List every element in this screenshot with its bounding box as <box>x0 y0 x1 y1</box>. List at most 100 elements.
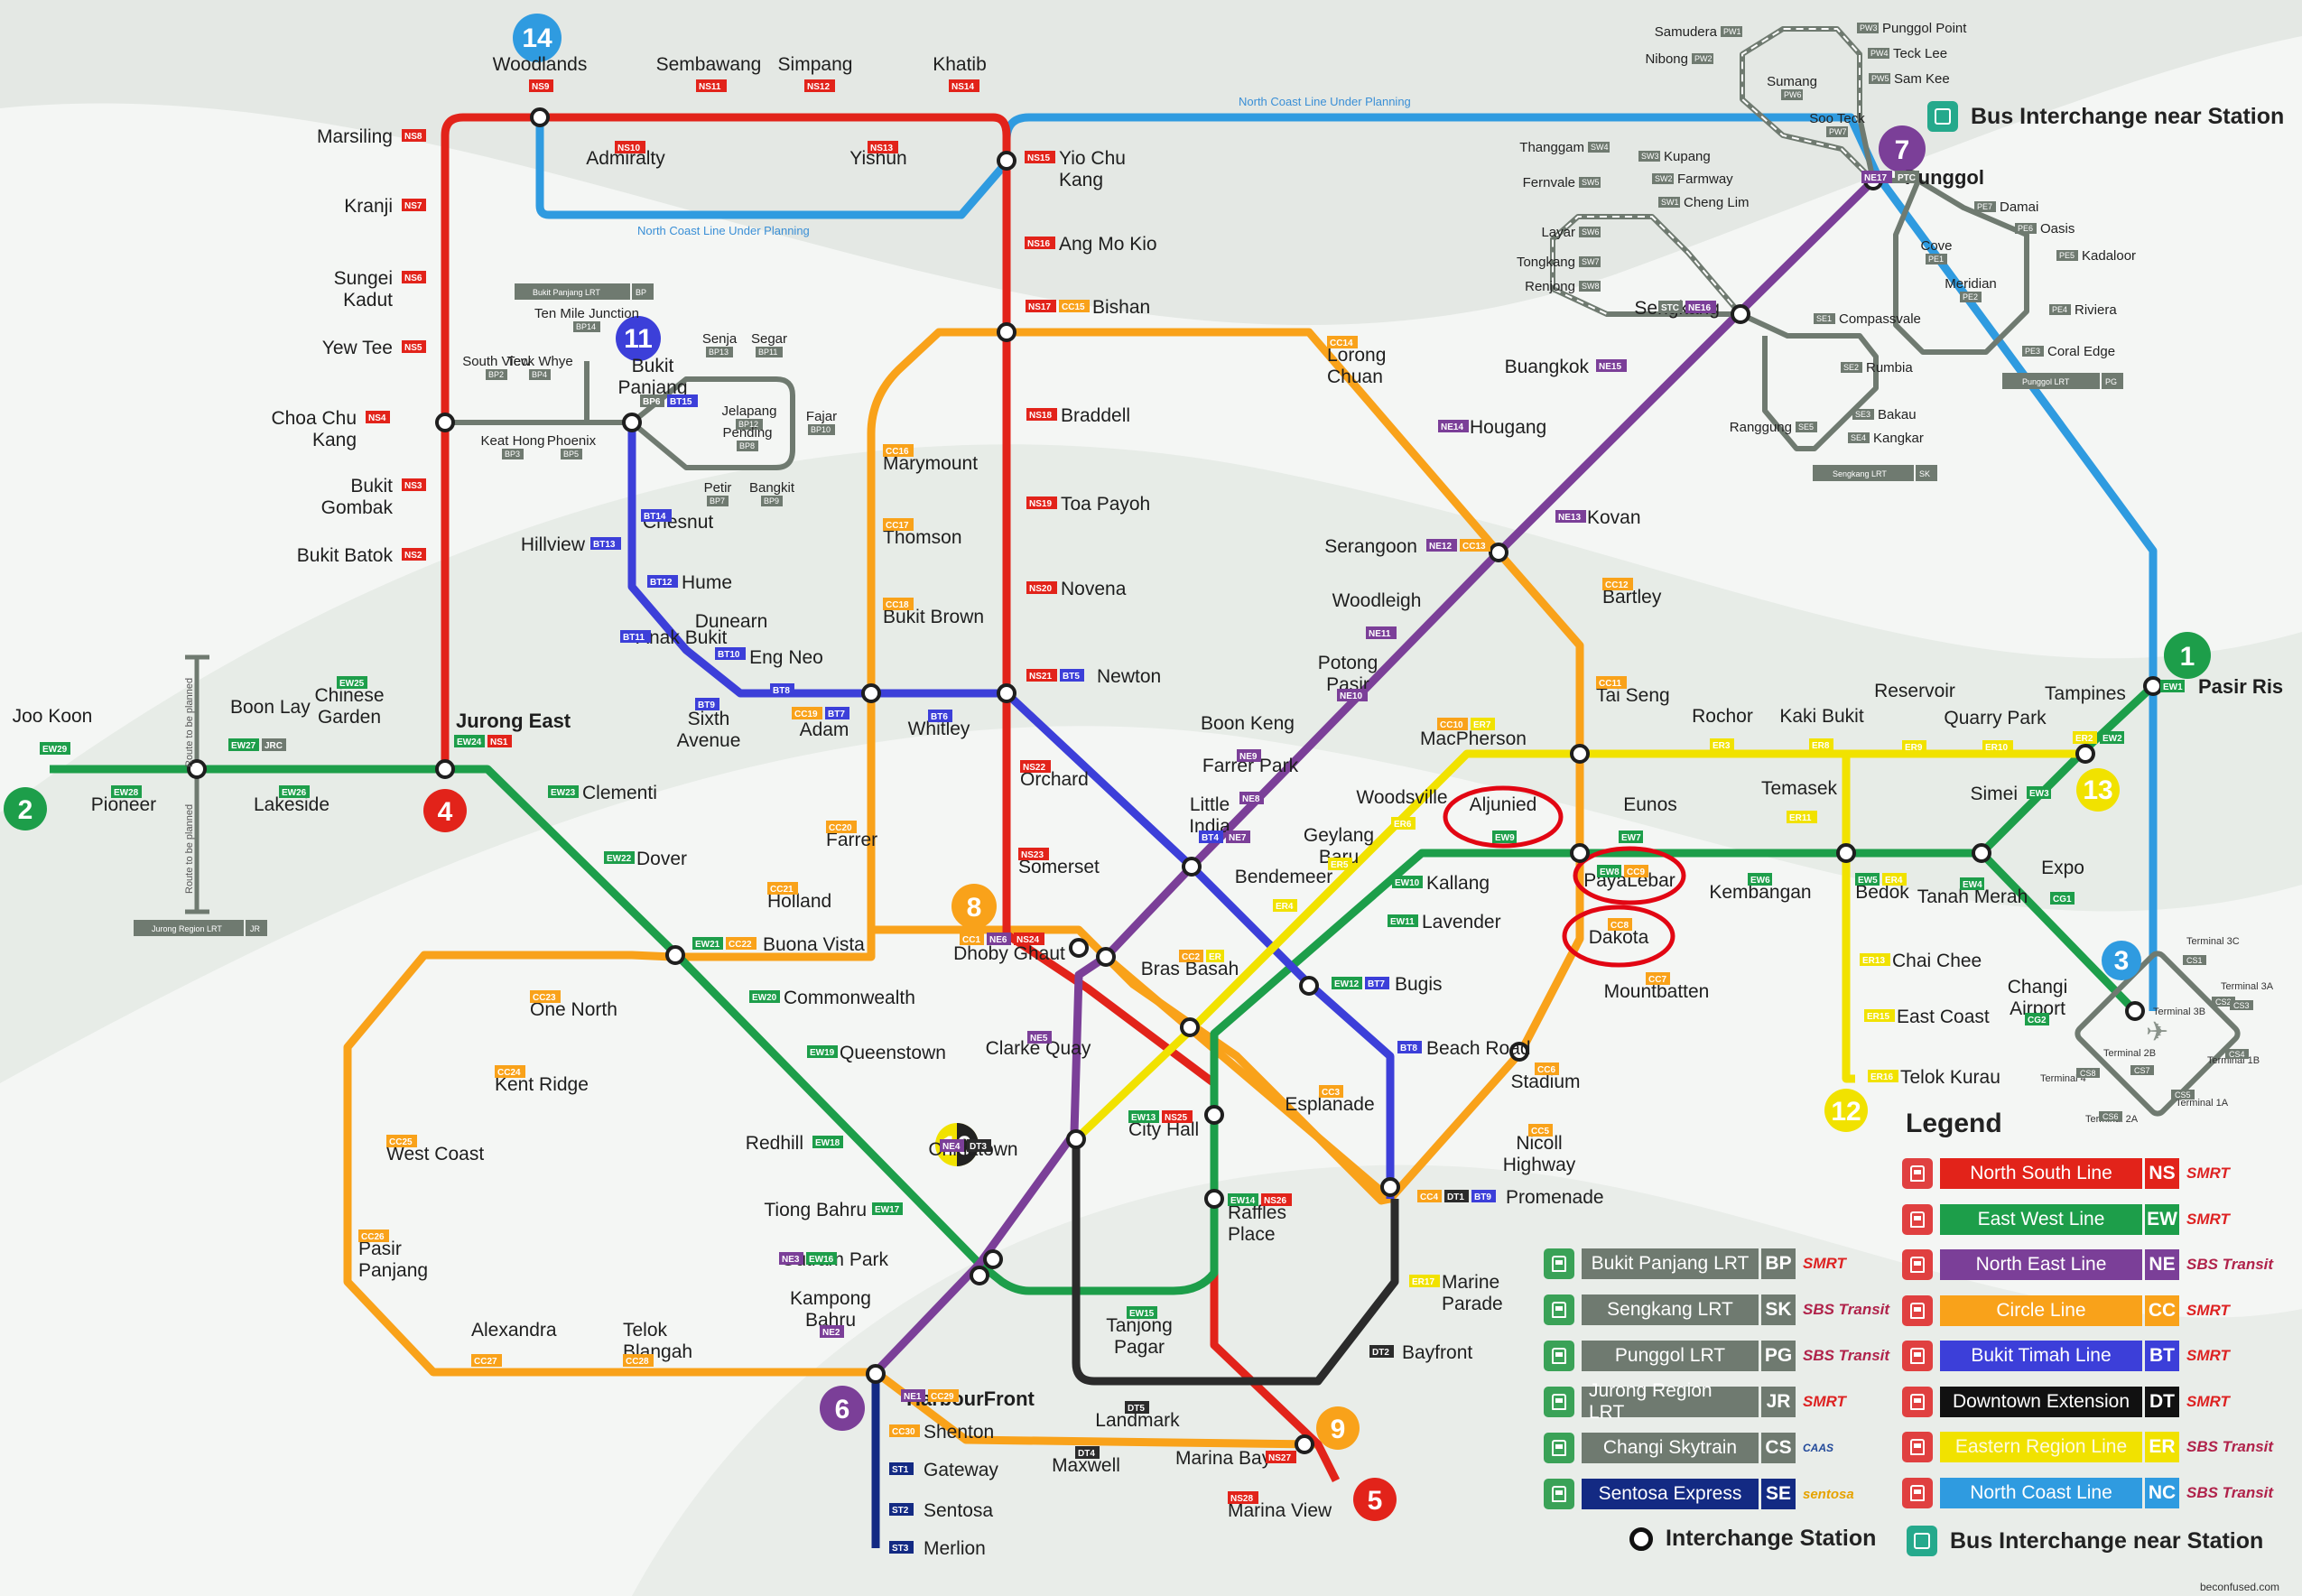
station-sengkang[interactable]: SengkangSTCNE16 <box>1634 298 1720 319</box>
